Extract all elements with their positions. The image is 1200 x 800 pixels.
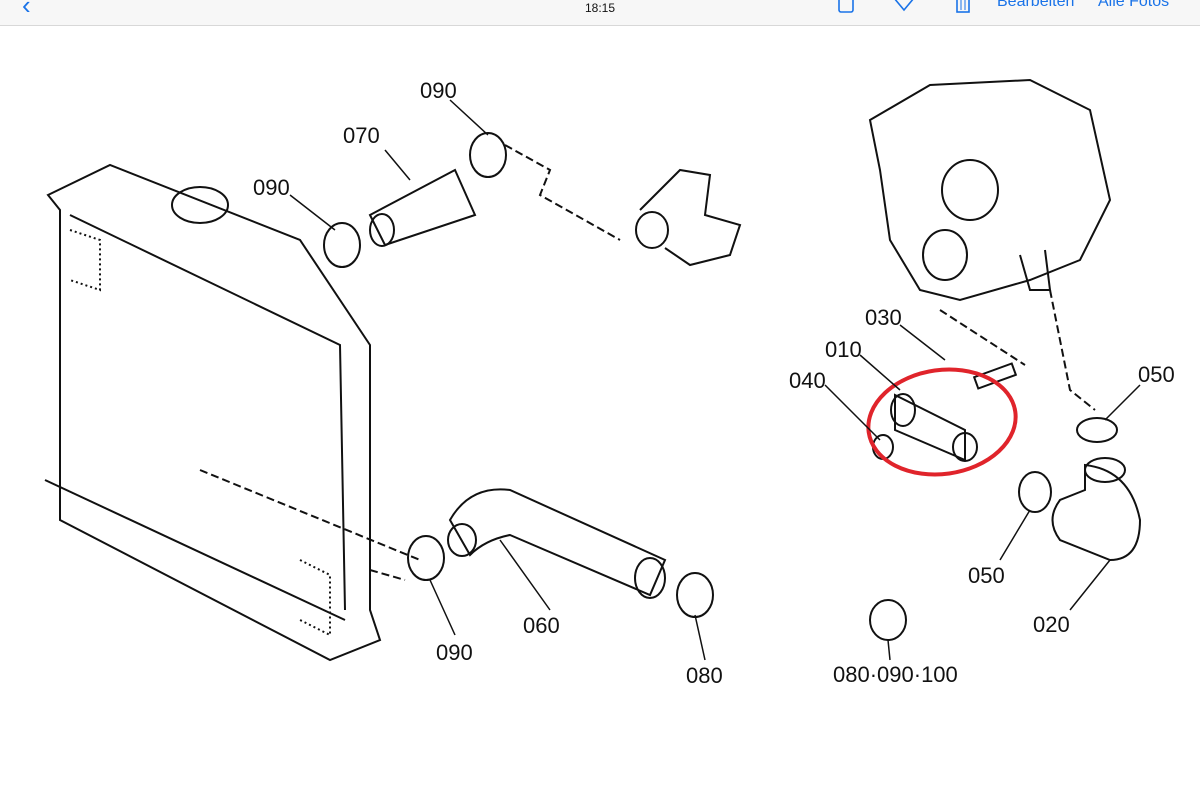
parts-diagram: 090 070 090 030 010 040 050 050 020 090 … (44, 78, 1175, 688)
part-label: 020 (1033, 612, 1070, 637)
all-photos-button[interactable]: Alle Fotos (1098, 0, 1170, 10)
part-label: 090 (420, 78, 457, 103)
back-button[interactable]: ‹ (22, 0, 31, 18)
part-label: 030 (865, 305, 902, 330)
part-label: 050 (968, 563, 1005, 588)
part-label: 070 (343, 123, 380, 148)
upper-hose (323, 132, 742, 268)
edit-button[interactable]: Bearbeiten (997, 0, 1075, 10)
part-label: 080 (686, 663, 723, 688)
radiator (44, 163, 382, 662)
part-label: 010 (825, 337, 862, 362)
part-label: 080·090·100 (833, 662, 958, 687)
highlight-circle (866, 367, 1018, 477)
part-label: 090 (253, 175, 290, 200)
engine-block (868, 78, 1112, 411)
part-label: 090 (436, 640, 473, 665)
trash-icon[interactable] (953, 0, 973, 16)
part-label: 050 (1138, 362, 1175, 387)
share-icon[interactable] (836, 0, 856, 16)
bypass-hose (869, 417, 1142, 641)
part-label: 040 (789, 368, 826, 393)
chevron-left-icon: ‹ (22, 0, 31, 20)
lower-hose (199, 469, 714, 618)
leader-lines (289, 99, 1141, 661)
heart-icon[interactable] (892, 0, 916, 16)
part-label: 060 (523, 613, 560, 638)
photo-toolbar: ‹ 18:15 Bearbeiten Alle Fotos (0, 0, 1200, 26)
